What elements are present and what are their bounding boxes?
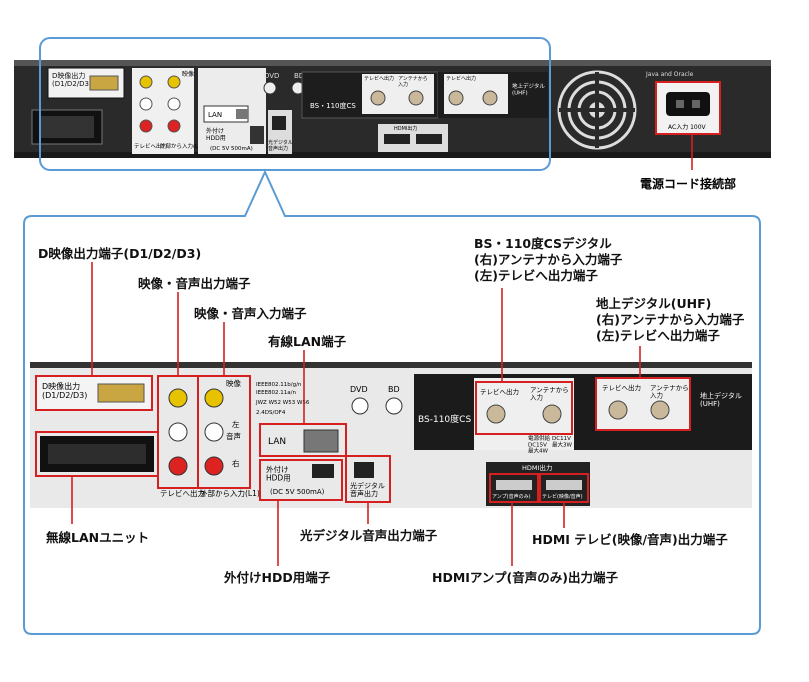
svg-text:BS-110度CS: BS-110度CS: [418, 413, 471, 425]
zoom-usb-port: [312, 464, 334, 478]
svg-text:D映像出力(D1/D2/D3): D映像出力(D1/D2/D3): [42, 381, 87, 400]
svg-text:音声: 音声: [226, 431, 241, 441]
label-uhf-line2: (右)アンテナから入力端子: [596, 312, 745, 327]
leader-lines: [71, 262, 641, 566]
svg-text:テレビへ出力: テレビへ出力: [446, 75, 476, 82]
svg-text:LAN: LAN: [208, 111, 222, 119]
zoom-lan-highlight: [259, 423, 347, 457]
power-cord-label: 電源コード接続部: [640, 176, 736, 191]
svg-text:IEEE802.11a/n: IEEE802.11a/n: [256, 390, 297, 396]
zoom-bscs-highlight: [475, 381, 573, 435]
top-rca-jacks: [139, 75, 181, 133]
svg-text:外部から入力(L1): 外部から入力(L1): [200, 488, 260, 498]
svg-text:BD: BD: [294, 72, 304, 80]
svg-text:右: 右: [232, 458, 240, 468]
svg-text:AC入力 100V: AC入力 100V: [668, 123, 707, 131]
svg-text:外部から入力(L1): 外部から入力(L1): [160, 142, 204, 150]
label-bscs-title: BS・110度CSデジタル: [474, 236, 612, 251]
top-d-out-label: D映像出力(D1/D2/D3): [52, 71, 92, 88]
svg-text:LAN: LAN: [268, 437, 286, 447]
label-optical: 光デジタル音声出力端子: [300, 528, 438, 543]
svg-text:外付けHDD用: 外付けHDD用: [266, 464, 291, 483]
svg-text:テレビへ出力: テレビへ出力: [480, 387, 519, 396]
svg-text:左: 左: [232, 419, 240, 429]
svg-text:Java and Oracle: Java and Oracle: [645, 71, 694, 78]
ac-inlet: [666, 92, 710, 116]
svg-text:外付けHDD用: 外付けHDD用: [206, 127, 226, 142]
svg-text:HDMI出力: HDMI出力: [522, 463, 552, 472]
label-wired-lan: 有線LAN端子: [268, 334, 347, 349]
label-usb-hdd: 外付けHDD用端子: [224, 570, 331, 585]
svg-text:アンテナから入力: アンテナから入力: [530, 386, 569, 402]
zoom-d-connector: [97, 383, 145, 403]
svg-text:テレビへ出力: テレビへ出力: [364, 75, 394, 82]
svg-text:地上デジタル(UHF): 地上デジタル(UHF): [512, 82, 545, 96]
zoom-hdmi-amp-highlight: [489, 473, 539, 503]
top-device-photo: D映像出力(D1/D2/D3) 映像 テレビへ出力 外部から入力(L1) LAN…: [14, 60, 771, 191]
label-d-video-out: D映像出力端子(D1/D2/D3): [38, 246, 202, 261]
zoom-optical-port: [354, 462, 374, 478]
zoom-source-frame: [39, 37, 551, 171]
svg-text:アンテナから入力: アンテナから入力: [650, 384, 689, 400]
svg-text:HDMI出力: HDMI出力: [394, 125, 417, 132]
zoomed-device-photo: D映像出力(D1/D2/D3) テレビへ出力 映像 左 音声 右 外部から入力(…: [30, 362, 752, 508]
svg-text:BS・110度CS: BS・110度CS: [310, 101, 356, 110]
svg-text:BD: BD: [388, 385, 400, 394]
svg-text:(DC 5V 500mA): (DC 5V 500mA): [210, 146, 253, 152]
zoom-lan-port: [303, 429, 339, 453]
label-av-in: 映像・音声入力端子: [194, 306, 307, 321]
svg-text:地上デジタル(UHF): 地上デジタル(UHF): [700, 391, 742, 408]
label-bscs-line2: (右)アンテナから入力端子: [474, 252, 623, 267]
svg-text:(DC 5V 500mA): (DC 5V 500mA): [270, 488, 325, 496]
svg-text:DVD: DVD: [264, 72, 279, 80]
svg-text:DVD: DVD: [350, 385, 368, 394]
label-hdmi-amp: HDMIアンプ(音声のみ)出力端子: [432, 570, 618, 585]
svg-text:アンプ(音声のみ): アンプ(音声のみ): [492, 493, 531, 500]
label-bscs-line3: (左)テレビへ出力端子: [474, 268, 598, 283]
svg-text:テレビへ出力: テレビへ出力: [134, 142, 167, 150]
svg-text:光デジタル音声出力: 光デジタル音声出力: [350, 481, 385, 498]
label-uhf-title: 地上デジタル(UHF): [596, 296, 712, 311]
label-wireless-lan: 無線LANユニット: [46, 530, 150, 545]
svg-text:テレビ(映像/音声): テレビ(映像/音声): [542, 493, 583, 500]
zoom-uhf-highlight: [595, 377, 691, 431]
svg-text:アンテナから入力: アンテナから入力: [398, 75, 428, 88]
zoom-usb-highlight: [259, 459, 343, 501]
label-hdmi-tv: HDMI テレビ(映像/音声)出力端子: [532, 532, 728, 547]
svg-text:光デジタル音声出力: 光デジタル音声出力: [268, 139, 293, 152]
svg-text:映像: 映像: [182, 70, 194, 78]
svg-text:IEEE802.11b/g/n: IEEE802.11b/g/n: [256, 382, 302, 388]
svg-text:映像: 映像: [226, 378, 241, 388]
fan-vent: [557, 70, 637, 150]
label-uhf-line3: (左)テレビへ出力端子: [596, 328, 720, 343]
label-av-out: 映像・音声出力端子: [138, 276, 251, 291]
svg-text:JWZ W52 W53 W56: JWZ W52 W53 W56: [255, 400, 310, 406]
svg-text:2.4DS/OF4: 2.4DS/OF4: [256, 410, 286, 416]
svg-text:テレビへ出力: テレビへ出力: [160, 488, 205, 498]
svg-text:テレビへ出力: テレビへ出力: [602, 383, 641, 392]
